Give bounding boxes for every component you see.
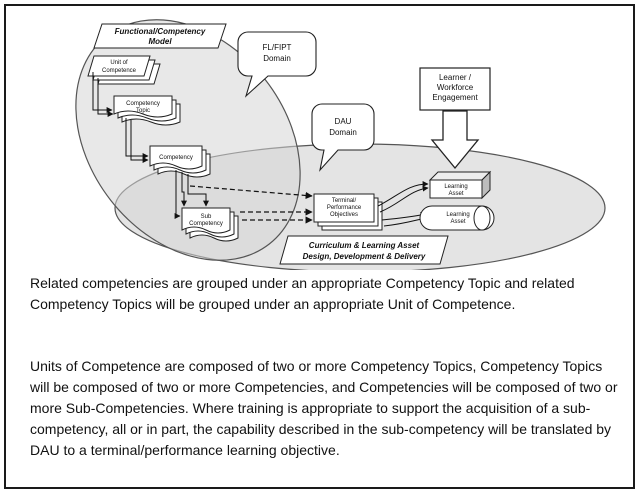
cylinder-line1: Learning — [446, 212, 469, 218]
unit-of-competence-stack: Unit of Competence — [87, 55, 161, 85]
terminal-box-line1: Terminal/ — [332, 198, 357, 204]
learner-line2: Workforce — [437, 83, 474, 92]
competency-topic-stack: Competency Topic — [113, 95, 181, 126]
fl-fipt-callout: FL/FIPT Domain — [237, 31, 317, 98]
topic-box-line1: Competency — [126, 101, 160, 107]
competency-model-diagram: Functional/Competency Model Unit of Comp… — [75, 19, 606, 270]
model-label-line2: Model — [148, 37, 172, 46]
unit-box-line2: Competence — [102, 68, 137, 74]
learner-engagement: Learner / Workforce Engagement — [419, 67, 491, 170]
cube-line1: Learning — [444, 184, 467, 190]
sub-box-line2: Competency — [189, 221, 223, 227]
dau-domain-callout: DAU Domain — [311, 103, 375, 172]
unit-box-line1: Unit of — [110, 60, 128, 66]
curriculum-label: Curriculum & Learning Asset Design, Deve… — [279, 235, 449, 265]
terminal-objectives-stack: Terminal/ Performance Objectives — [313, 193, 383, 231]
fl-callout-line2: Domain — [263, 54, 291, 63]
model-label: Functional/Competency Model — [93, 23, 227, 49]
learner-line3: Engagement — [432, 93, 478, 102]
dashed-arrows — [189, 185, 313, 224]
curriculum-line1: Curriculum & Learning Asset — [309, 241, 420, 250]
terminal-box-line3: Objectives — [330, 212, 358, 218]
dau-callout-line2: Domain — [329, 128, 357, 137]
cube-line2: Asset — [448, 191, 463, 197]
curriculum-line2: Design, Development & Delivery — [303, 252, 426, 261]
learning-asset-cylinder: Learning Asset — [419, 205, 495, 231]
sub-box-line1: Sub — [201, 214, 212, 220]
sub-competency-stack: Sub Competency — [181, 207, 239, 242]
model-label-line1: Functional/Competency — [115, 27, 206, 36]
competency-box-label: Competency — [159, 155, 193, 161]
description-paragraph-2: Units of Competence are composed of two … — [30, 358, 618, 458]
learning-asset-cube: Learning Asset — [428, 170, 492, 200]
description-paragraph-1: Related competencies are grouped under a… — [30, 275, 575, 312]
engagement-arrow — [430, 110, 480, 170]
fl-callout-line1: FL/FIPT — [263, 43, 292, 52]
terminal-box-line2: Performance — [327, 205, 362, 211]
competency-stack: Competency — [149, 145, 211, 178]
hierarchy-arrows — [92, 72, 209, 219]
cylinder-line2: Asset — [450, 219, 465, 225]
learner-line1: Learner / — [439, 73, 472, 82]
dau-callout-line1: DAU — [335, 117, 352, 126]
topic-box-line2: Topic — [136, 108, 150, 114]
